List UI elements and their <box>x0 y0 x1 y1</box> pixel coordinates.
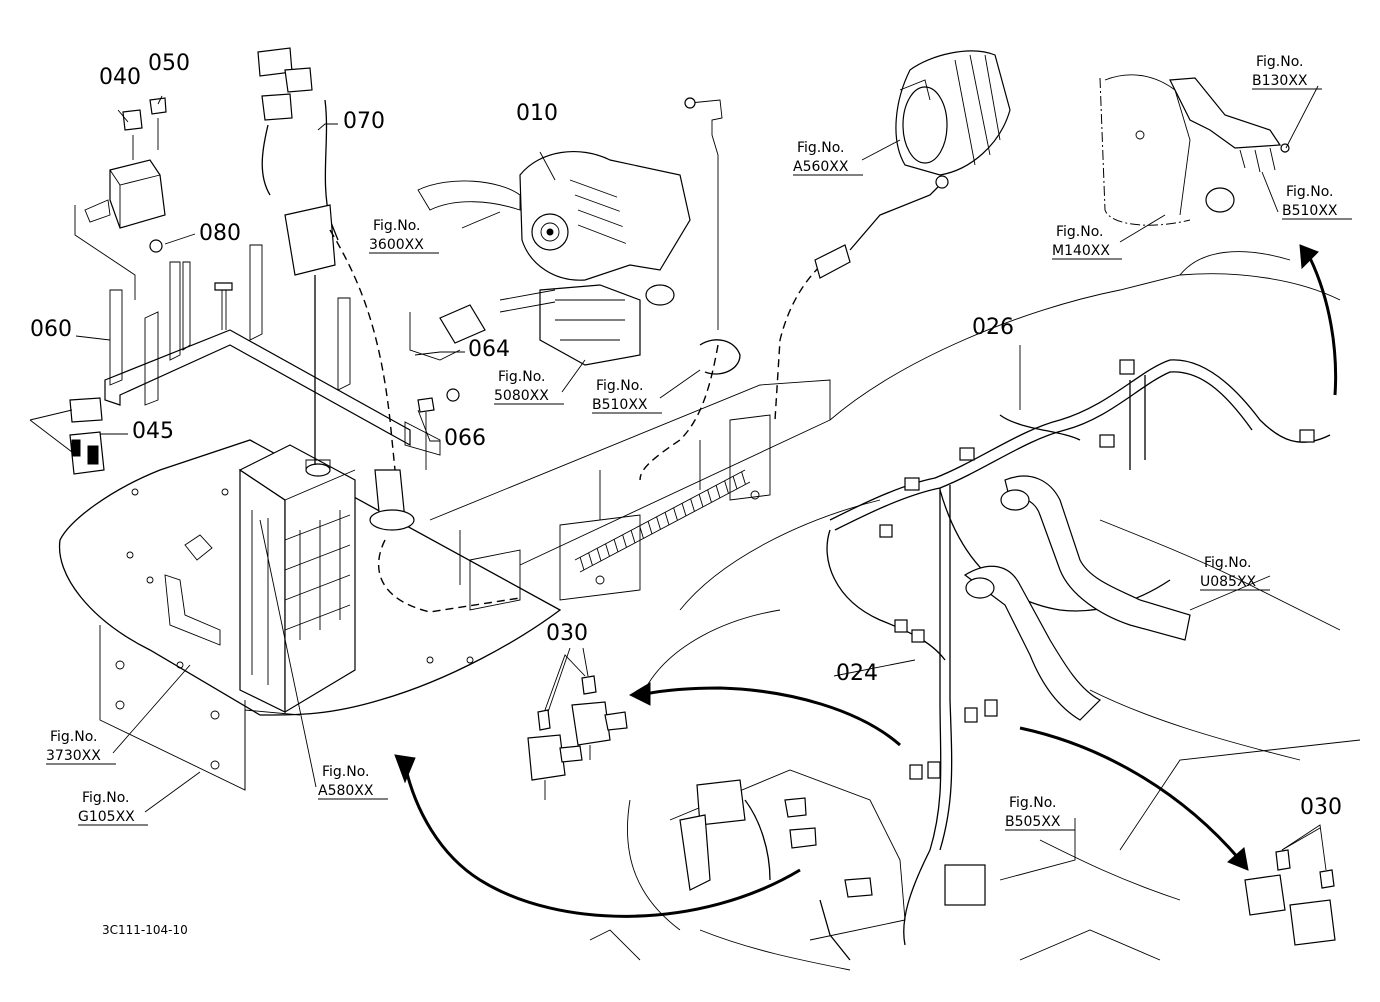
corrugation-rib <box>673 507 678 521</box>
corrugation-rib <box>579 556 585 571</box>
corrugation-rib <box>664 511 670 526</box>
part-label-p024: 024 <box>836 661 878 686</box>
fig-prefix: Fig.No. <box>1056 224 1104 240</box>
corrugation-rib <box>698 493 704 508</box>
part-number-labels: 040 050 070 010 080 060 064 045 066 026 030 024 030 <box>30 51 1342 820</box>
corrugation-rib <box>588 552 593 566</box>
corrugation-rib <box>681 502 687 517</box>
part-label-p040: 040 <box>99 65 141 90</box>
battery-base-assembly <box>29 47 562 791</box>
corrugation-rib <box>707 489 712 503</box>
corrugation-rib <box>715 484 721 499</box>
fig-ref-fu085: Fig.No. U085XX <box>1200 555 1270 591</box>
corrugation-rib <box>656 516 661 530</box>
leader-lines <box>75 85 1321 881</box>
fig-code: 3730XX <box>46 748 101 764</box>
relay-panel <box>669 769 906 961</box>
fig-prefix: Fig.No. <box>1204 555 1252 571</box>
fig-code: B510XX <box>1282 203 1338 219</box>
engine-outline <box>589 251 1361 971</box>
part-label-p045: 045 <box>132 419 174 444</box>
fig-prefix: Fig.No. <box>1256 54 1304 70</box>
fig-code: A580XX <box>318 783 374 799</box>
part-label-p070: 070 <box>343 109 385 134</box>
corrugation-rib <box>630 529 636 544</box>
fig-code: U085XX <box>1200 574 1257 590</box>
fig-prefix: Fig.No. <box>82 790 130 806</box>
fig-code: B130XX <box>1252 73 1308 89</box>
fig-ref-fm140: Fig.No. M140XX <box>1052 224 1122 260</box>
cable-corrugation <box>579 471 746 571</box>
fig-ref-f3600: Fig.No. 3600XX <box>369 218 439 254</box>
fig-prefix: Fig.No. <box>1286 184 1334 200</box>
part-label-p010: 010 <box>516 101 558 126</box>
fig-code: B510XX <box>592 397 648 413</box>
fig-prefix: Fig.No. <box>50 729 98 745</box>
curved-arrows <box>394 244 1338 918</box>
fig-ref-f5080: Fig.No. 5080XX <box>494 369 564 405</box>
fig-prefix: Fig.No. <box>596 378 644 394</box>
inset-bracket <box>1099 74 1290 226</box>
corrugation-rib <box>647 520 653 535</box>
corrugation-rib <box>732 475 738 490</box>
part-label-p064: 064 <box>468 337 510 362</box>
part-label-p030a: 030 <box>546 621 588 646</box>
fig-code: B505XX <box>1005 814 1061 830</box>
fuse-set-right <box>1244 824 1336 946</box>
corrugation-rib <box>613 538 619 553</box>
corrugation-rib <box>622 534 627 548</box>
fig-prefix: Fig.No. <box>373 218 421 234</box>
fig-ref-fb130: Fig.No. B130XX <box>1252 54 1322 90</box>
fig-prefix: Fig.No. <box>797 140 845 156</box>
starter-motor <box>895 50 1011 176</box>
fig-code: A560XX <box>793 159 849 175</box>
fig-ref-f3730: Fig.No. 3730XX <box>46 729 116 765</box>
fig-ref-fa560: Fig.No. A560XX <box>793 140 863 176</box>
alternator-assembly <box>417 97 741 481</box>
figure-references: Fig.No.3600XXFig.No.A560XXFig.No.B130XXF… <box>46 54 1352 831</box>
wire-harness <box>826 359 1331 946</box>
fig-prefix: Fig.No. <box>1009 795 1057 811</box>
fig-ref-fb510a: Fig.No. B510XX <box>1282 184 1352 220</box>
fig-code: 5080XX <box>494 388 549 404</box>
part-label-p060: 060 <box>30 317 72 342</box>
corrugation-rib <box>596 547 602 562</box>
fig-code: G105XX <box>78 809 135 825</box>
drawing-code: 3C111-104-10 <box>102 923 188 937</box>
corrugation-rib <box>724 480 729 494</box>
fig-prefix: Fig.No. <box>322 764 370 780</box>
fig-prefix: Fig.No. <box>498 369 546 385</box>
part-label-p026: 026 <box>972 315 1014 340</box>
corrugation-rib <box>741 471 746 485</box>
fig-ref-fb510b: Fig.No. B510XX <box>592 378 662 414</box>
fig-code: M140XX <box>1052 243 1110 259</box>
fig-code: 3600XX <box>369 237 424 253</box>
fuse-set-left <box>527 654 628 800</box>
corrugation-rib <box>639 525 644 539</box>
part-label-p050: 050 <box>148 51 190 76</box>
fig-ref-fg105: Fig.No. G105XX <box>78 790 148 826</box>
corrugation-rib <box>605 543 610 557</box>
part-label-p030b: 030 <box>1300 795 1342 820</box>
part-label-p066: 066 <box>444 426 486 451</box>
corrugation-rib <box>690 498 695 512</box>
fig-ref-fb505: Fig.No. B505XX <box>1005 795 1075 831</box>
frame-rail <box>429 175 949 611</box>
part-label-p080: 080 <box>199 221 241 246</box>
fig-ref-fa580: Fig.No. A580XX <box>318 764 388 800</box>
